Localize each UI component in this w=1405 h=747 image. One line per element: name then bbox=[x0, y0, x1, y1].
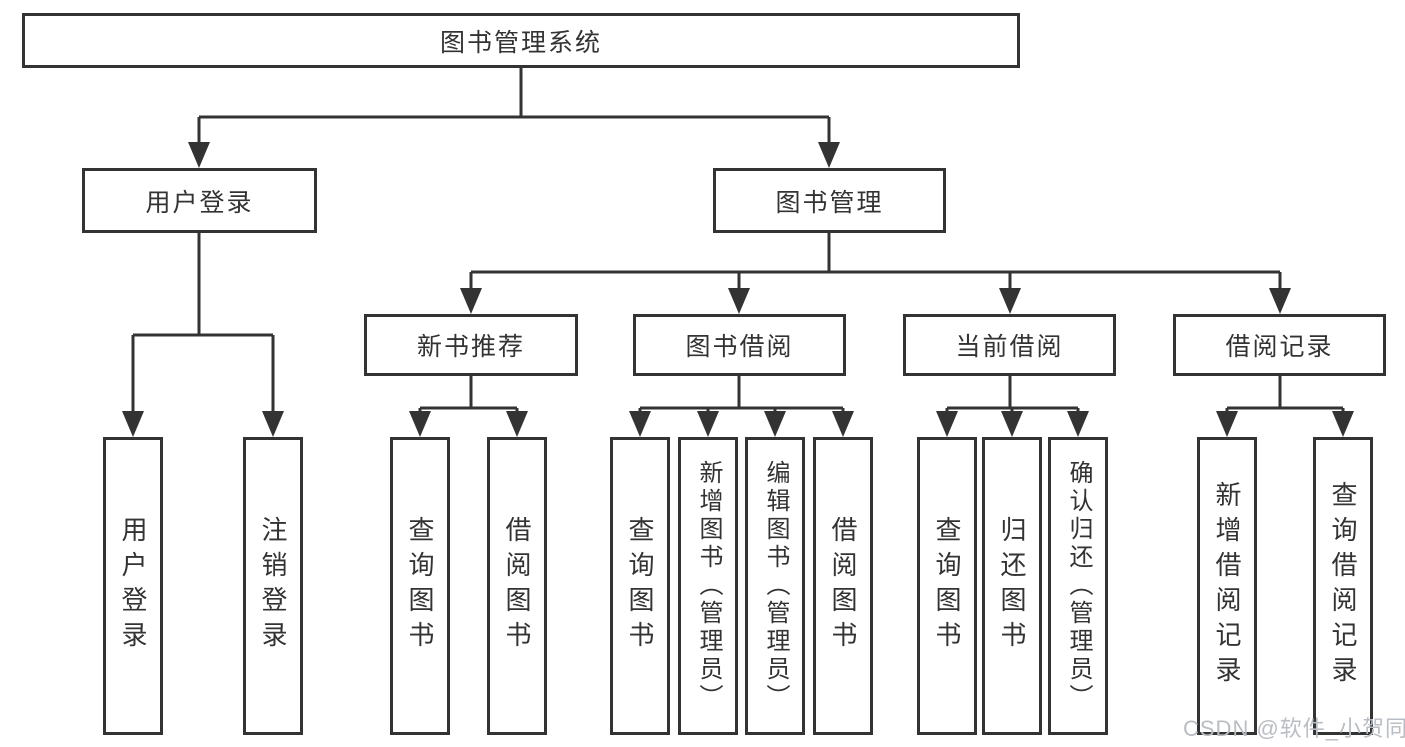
leaf-label: 查询图书 bbox=[405, 516, 435, 656]
leaf-label: 注销登录 bbox=[258, 516, 288, 656]
leaf-label: 查询图书 bbox=[625, 516, 655, 656]
node-book-borrow: 图书借阅 bbox=[633, 314, 846, 376]
leaf-label: 查询图书 bbox=[932, 516, 962, 656]
node-book-management: 图书管理 bbox=[713, 168, 946, 233]
csdn-watermark: CSDN @软件_小贺同学 bbox=[1183, 716, 1405, 741]
node-label: 当前借阅 bbox=[955, 333, 1064, 361]
leaf-add-book-admin: 新增图书（管理员） bbox=[678, 437, 738, 735]
arrowheads bbox=[122, 142, 1354, 437]
leaf-label: 借阅图书 bbox=[502, 516, 532, 656]
leaf-borrow-book-2: 借阅图书 bbox=[813, 437, 873, 735]
leaf-label: 用户登录 bbox=[118, 516, 148, 656]
leaf-label: 归还图书 bbox=[997, 516, 1027, 656]
leaf-label: 借阅图书 bbox=[828, 516, 858, 656]
node-label: 新书推荐 bbox=[416, 333, 525, 361]
node-root-system: 图书管理系统 bbox=[22, 13, 1020, 68]
leaf-label: 新增借阅记录 bbox=[1212, 481, 1242, 691]
leaf-query-borrow-record: 查询借阅记录 bbox=[1313, 437, 1373, 735]
node-label: 用户登录 bbox=[145, 188, 254, 217]
leaf-user-login: 用户登录 bbox=[103, 437, 163, 735]
leaf-confirm-return-admin: 确认归还（管理员） bbox=[1048, 437, 1108, 735]
leaf-borrow-book-1: 借阅图书 bbox=[487, 437, 547, 735]
leaf-logout: 注销登录 bbox=[243, 437, 303, 735]
node-current-borrow: 当前借阅 bbox=[903, 314, 1116, 376]
leaf-add-borrow-record: 新增借阅记录 bbox=[1197, 437, 1257, 735]
leaf-label: 确认归还（管理员） bbox=[1065, 460, 1092, 712]
leaf-query-book-1: 查询图书 bbox=[390, 437, 450, 735]
node-user-login: 用户登录 bbox=[82, 168, 317, 233]
node-label: 图书管理 bbox=[775, 188, 884, 217]
leaf-edit-book-admin: 编辑图书（管理员） bbox=[745, 437, 805, 735]
node-new-book-recommend: 新书推荐 bbox=[364, 314, 578, 376]
node-label: 借阅记录 bbox=[1225, 333, 1334, 361]
leaf-return-book: 归还图书 bbox=[982, 437, 1042, 735]
leaf-query-book-2: 查询图书 bbox=[610, 437, 670, 735]
node-label: 图书借阅 bbox=[685, 333, 794, 361]
node-borrow-record: 借阅记录 bbox=[1173, 314, 1386, 376]
node-label: 图书管理系统 bbox=[439, 28, 602, 57]
leaf-query-book-3: 查询图书 bbox=[917, 437, 977, 735]
leaf-label: 新增图书（管理员） bbox=[695, 460, 722, 712]
leaf-label: 编辑图书（管理员） bbox=[762, 460, 789, 712]
leaf-label: 查询借阅记录 bbox=[1328, 481, 1358, 691]
